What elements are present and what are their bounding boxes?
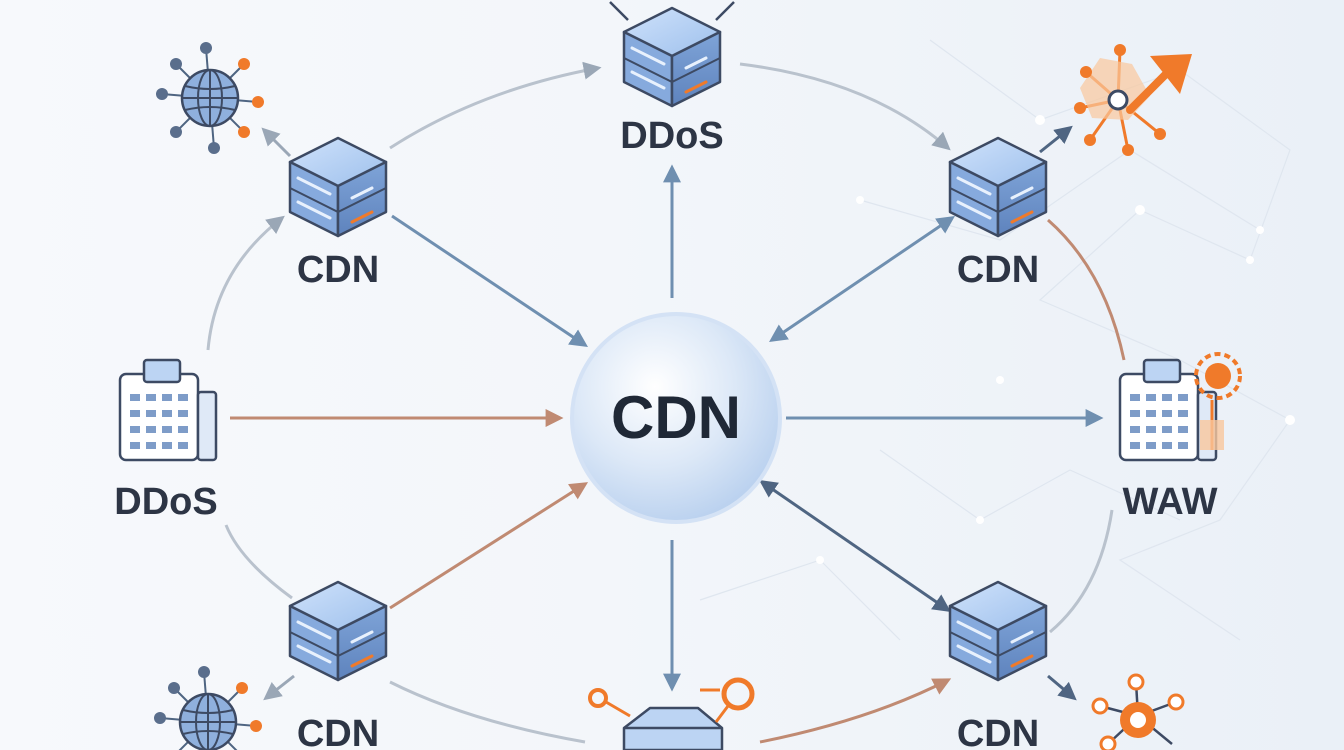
bottom-left-globe-network-icon: [152, 664, 264, 750]
spoke-bottomleft-to-center: [389, 482, 589, 610]
top-left-globe: [154, 40, 266, 156]
bottom-right-orange-network-icon: [1091, 673, 1185, 750]
arc-topleft-to-top: [389, 61, 602, 150]
top-server-icon: [622, 6, 722, 108]
arc-left-to-topleft: [206, 215, 285, 351]
spokes: [230, 125, 1104, 701]
top-node-antenna-icon: [609, 1, 735, 21]
spoke-center-topright: [769, 215, 955, 343]
top-left-node-label: CDN: [297, 249, 379, 291]
spoke-bottomleft-to-globe: [263, 674, 295, 701]
top-left-node[interactable]: CDN: [288, 136, 388, 291]
center-node-label: CDN: [611, 384, 741, 451]
arc-bottom-to-bottomright: [759, 678, 952, 744]
bottom-node[interactable]: [588, 677, 755, 750]
left-node-label: DDoS: [114, 481, 217, 523]
arc-right-to-bottomright: [1049, 509, 1114, 634]
background-network: [699, 39, 1291, 641]
left-building-icon: [118, 358, 218, 462]
top-node[interactable]: DDoS: [609, 1, 735, 157]
bottom-right-server-icon: [948, 580, 1048, 682]
arc-topright-to-right: [1047, 218, 1126, 361]
left-node[interactable]: DDoS: [114, 358, 218, 523]
right-gear-icon: [1194, 352, 1242, 450]
spoke-bottomright-to-network: [1047, 674, 1077, 701]
spoke-topright-to-network: [1039, 125, 1073, 154]
spoke-topleft-to-globe: [261, 127, 292, 158]
bottom-left-node[interactable]: CDN: [288, 580, 388, 750]
center-node[interactable]: CDN: [570, 312, 782, 524]
top-left-server-icon: [288, 136, 388, 238]
bottom-left-server-icon: [288, 580, 388, 682]
right-node[interactable]: WAW: [1118, 352, 1242, 523]
top-left-globe-network-icon: [154, 40, 266, 156]
bottom-right-node-label: CDN: [957, 713, 1039, 750]
spoke-topleft-to-center: [391, 214, 588, 348]
spoke-center-bottomright: [759, 479, 951, 613]
top-node-label: DDoS: [620, 115, 723, 157]
bottom-right-node[interactable]: CDN: [948, 580, 1048, 750]
top-right-orange-network-icon: [1074, 44, 1192, 156]
bottom-left-node-label: CDN: [297, 713, 379, 750]
arc-bottomleft-to-bottom: [389, 680, 586, 744]
arc-bottomleft-to-left: [224, 524, 293, 600]
hexagon-box-icon: [588, 677, 755, 750]
arc-top-to-topright: [739, 62, 951, 151]
bottom-left-globe: [152, 664, 264, 750]
right-node-label: WAW: [1123, 481, 1218, 523]
top-right-node-label: CDN: [957, 249, 1039, 291]
top-right-server-icon: [948, 136, 1048, 238]
outer-ring: [206, 61, 1126, 744]
top-right-node[interactable]: CDN: [948, 136, 1048, 291]
